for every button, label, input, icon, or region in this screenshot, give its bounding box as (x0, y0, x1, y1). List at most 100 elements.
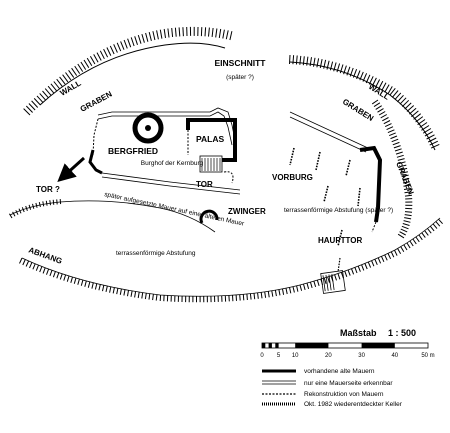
hatch-mark (422, 128, 432, 134)
hatch-mark (430, 143, 440, 149)
tor-arrow (57, 156, 86, 183)
hatch-mark (399, 164, 407, 168)
hatch-mark (105, 285, 108, 293)
hatch-mark (285, 288, 288, 295)
hatch-mark (242, 294, 245, 301)
hatch-mark (267, 291, 270, 298)
hatch-mark (87, 281, 91, 288)
kernburg-west-wall (88, 149, 103, 175)
hatch-mark (418, 234, 423, 241)
hatch-mark (109, 45, 115, 55)
hatch-mark (427, 228, 432, 234)
hatch-mark (313, 57, 316, 67)
graben-left-label: GRABEN (79, 89, 114, 113)
hatch-mark (389, 87, 396, 96)
hatch-mark (333, 62, 337, 72)
hatch-mark (334, 274, 337, 281)
hatch-mark (29, 262, 33, 269)
hatch-mark (429, 225, 435, 232)
hatch-mark (351, 268, 355, 275)
hatch-mark (292, 286, 295, 293)
hatch-mark (163, 28, 166, 38)
hatch-mark (302, 56, 305, 66)
hatch-mark (215, 28, 218, 38)
hatch-mark (402, 177, 410, 181)
hatch-mark (403, 184, 411, 187)
hatch-mark (239, 294, 241, 301)
hatch-mark (415, 236, 420, 243)
hatch-mark (399, 97, 407, 105)
palas-walls (186, 118, 237, 162)
hatch-mark (381, 256, 385, 263)
hatch-mark (274, 290, 277, 297)
scale-segment (268, 343, 272, 348)
kernburg-south-wall (101, 172, 241, 191)
hatch-mark (12, 211, 16, 217)
hatch-mark (120, 41, 125, 50)
hatch-mark (260, 292, 263, 299)
keller (199, 155, 223, 173)
legend-item-4: Okt. 1982 wiederentdeckter Keller (304, 401, 403, 408)
hatch-mark (77, 278, 80, 285)
hatch-mark (49, 270, 53, 277)
hatch-mark (33, 98, 41, 106)
hatch-mark (91, 282, 94, 289)
hatch-mark (123, 289, 126, 296)
hatch-mark (137, 291, 140, 299)
hatch-mark (99, 50, 105, 60)
hatch-mark (96, 52, 102, 61)
kernburg-double-wall (97, 107, 237, 146)
hatch-mark (130, 290, 133, 297)
hatch-mark (397, 248, 402, 254)
hatch-mark (399, 231, 406, 236)
hatch-mark (25, 105, 33, 113)
hatch-mark (316, 58, 320, 68)
hatch-mark (391, 138, 399, 143)
hatch-mark (391, 90, 399, 98)
hatch-mark (148, 31, 152, 42)
hatch-mark (23, 108, 31, 116)
kernburg-south-wall-b (101, 176, 241, 195)
graben-right-top-label: GRABEN (341, 97, 375, 123)
legend-item-1: vorhandene alte Mauern (304, 368, 375, 375)
hatch-mark (127, 290, 129, 297)
hatch-mark (47, 85, 55, 94)
hatch-mark (387, 253, 392, 260)
hatch-mark (174, 27, 177, 37)
haupttor-entry (337, 257, 341, 273)
kernburg-reconstruction (92, 118, 99, 156)
terrasse-left-label: terrassenförmige Abstufung (116, 250, 196, 257)
einschnitt-label: EINSCHNITT (215, 58, 267, 68)
hatch-mark (400, 171, 409, 174)
wall-left-line (39, 42, 226, 106)
terrasse-right-label: terrassenförmige Abstufung (später ?) (284, 207, 393, 214)
hatch-mark (208, 27, 210, 37)
scale-tick-label: 30 (358, 353, 365, 359)
hatch-mark (278, 289, 281, 296)
kernburg-double-wall-inner (97, 111, 233, 146)
legend: vorhandene alte Mauern nur eine Mauersei… (262, 368, 403, 408)
wall-right-label: WALL (367, 82, 391, 102)
hatch-mark (309, 57, 312, 67)
hatch-mark (145, 32, 149, 42)
scale-title: Maßstab (340, 328, 377, 338)
tor-inner-label: TOR (196, 180, 213, 189)
wall-right-line (289, 61, 436, 151)
hatch-mark (361, 264, 365, 271)
hatch-mark (45, 200, 48, 206)
hatch-mark (89, 55, 96, 65)
hatch-mark (373, 102, 381, 108)
hatch-mark (31, 100, 39, 108)
hatch-mark (156, 30, 159, 40)
legend-item-3: Rekonstruktion von Mauern (304, 391, 384, 398)
hatch-mark (246, 293, 248, 301)
hatch-mark (404, 217, 412, 220)
hatch-mark (299, 55, 302, 65)
hatch-mark (400, 246, 405, 253)
hatch-mark (386, 126, 394, 131)
scale-ratio: 1 : 500 (388, 328, 416, 338)
hatch-mark (8, 213, 13, 219)
hatch-mark (426, 134, 435, 140)
